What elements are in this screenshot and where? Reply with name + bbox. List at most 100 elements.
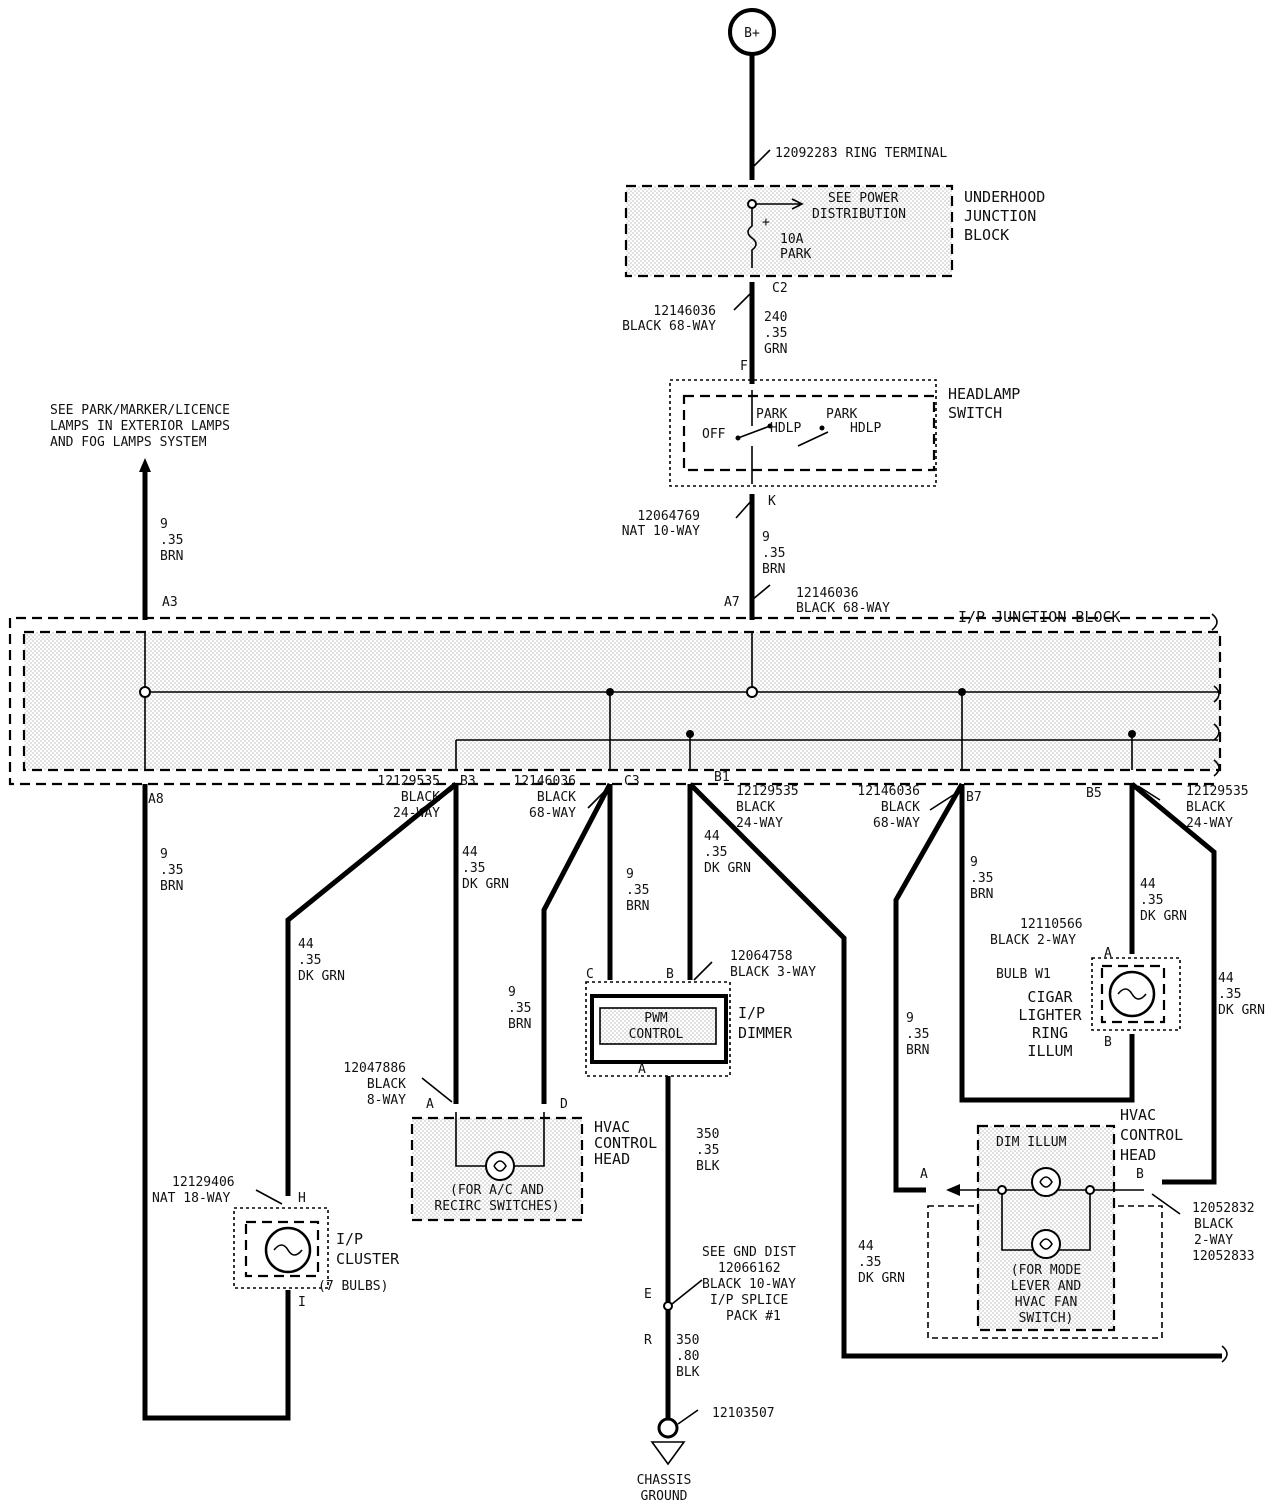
wire-9-brn-cigar	[959, 784, 1135, 1103]
dimmer-pin-a: A	[638, 1062, 646, 1077]
wire-9e-gauge: .35	[970, 871, 993, 886]
dimmer-connector-leader	[693, 961, 713, 981]
wire-240-gauge: .35	[764, 326, 787, 341]
hvac2-connector-part-2: 12052833	[1192, 1249, 1255, 1264]
pin-a7: A7	[724, 595, 740, 610]
ip-junction-block	[22, 630, 1222, 772]
connector-b5-type: 24-WAY	[1186, 816, 1233, 831]
wire-9a-circuit: 9	[762, 530, 770, 545]
switch-park-2: PARK	[826, 407, 857, 422]
power-node	[747, 199, 757, 209]
park-lamp-arrow-icon	[139, 458, 151, 472]
pin-b3: B3	[460, 774, 476, 789]
ground-terminal-icon	[657, 1417, 679, 1439]
connector-b5-part: 12129535	[1186, 784, 1249, 799]
switch-contact-park	[767, 423, 773, 429]
wire-9-brn-hvac2-a	[893, 782, 965, 1193]
cigar-lighter-outline	[1091, 957, 1181, 1031]
hvac-filament-icon	[493, 1160, 507, 1172]
hvac-connector-part: 12047886	[343, 1061, 406, 1076]
dim-illum-label: DIM ILLUM	[996, 1135, 1067, 1150]
wire-44c-circuit: 44	[704, 829, 720, 844]
cluster-pin-h: H	[298, 1191, 306, 1206]
hvac2-connector-part: 12052832	[1192, 1201, 1255, 1216]
wire-350b-circuit: 350	[676, 1333, 699, 1348]
fuse-plus: +	[762, 215, 770, 230]
gnd-dist-leader	[671, 1279, 703, 1305]
fuse-name: PARK	[780, 247, 811, 262]
splice-pin-e: E	[644, 1287, 652, 1302]
pin-a3: A3	[162, 595, 178, 610]
headlamp-pin-f: F	[740, 359, 748, 374]
cluster-label-1: I/P	[336, 1230, 363, 1248]
ground-part-number: 12103507	[712, 1406, 775, 1421]
wire-9g-color: BRN	[508, 1017, 531, 1032]
splice-b7	[958, 688, 966, 696]
hvac-label-1: HVAC	[594, 1118, 630, 1136]
pin-a8: A8	[148, 792, 164, 807]
ip-junction-bus	[144, 632, 1218, 770]
gnd-dist-2: 12066162	[718, 1261, 781, 1276]
fuse-icon	[747, 208, 757, 268]
battery-terminal: B+	[728, 8, 776, 56]
wire-240-circuit: 240	[764, 310, 787, 325]
wire-44d-color: DK GRN	[1140, 909, 1187, 924]
connector-a7-part: 12146036	[796, 586, 859, 601]
wire-9b-color: BRN	[160, 549, 183, 564]
underhood-label-2: JUNCTION	[964, 207, 1036, 225]
hvac2-label-2: CONTROL	[1120, 1126, 1183, 1144]
chassis-ground-label-2: GROUND	[641, 1489, 688, 1504]
hvac-bulb-icon	[485, 1151, 515, 1181]
continuation-break-icons	[1211, 613, 1220, 777]
cigar-connector-type: BLACK 2-WAY	[990, 933, 1076, 948]
hvac-pin-d: D	[560, 1097, 568, 1112]
chassis-ground-icon	[650, 1441, 686, 1466]
fuse-rating: 10A	[780, 232, 804, 247]
wire-9b-gauge: .35	[160, 533, 183, 548]
pin-b5: B5	[1086, 786, 1102, 801]
wire-350a-color: BLK	[696, 1159, 720, 1174]
hvac-label-3: HEAD	[594, 1150, 630, 1168]
wire-9-brn-hvac-d	[541, 782, 613, 1104]
connector-c2-type: BLACK 68-WAY	[622, 319, 716, 334]
wire-9f-gauge: .35	[906, 1027, 929, 1042]
bulb-w1: BULB W1	[996, 967, 1051, 982]
headlamp-switch-label-1: HEADLAMP	[948, 385, 1020, 403]
connector-b1-part: 12129535	[736, 784, 799, 799]
wire-44b-color: DK GRN	[462, 877, 509, 892]
wire-350b-gauge: .80	[676, 1349, 699, 1364]
wire-44-dkgrn-hvac2-b	[1130, 782, 1217, 1185]
cluster-filament-icon	[273, 1244, 303, 1256]
wire-9d-gauge: .35	[626, 883, 649, 898]
pwm-label-1: PWM	[644, 1011, 668, 1026]
cigar-label-2: LIGHTER	[1018, 1006, 1082, 1024]
switch-contact-off	[735, 435, 741, 441]
cluster-pin-i: I	[298, 1295, 306, 1310]
cluster-connector-type: NAT 18-WAY	[152, 1191, 230, 1206]
wire-350b-color: BLK	[676, 1365, 700, 1380]
wire-44d-gauge: .35	[1140, 893, 1163, 908]
ip-cluster	[244, 1220, 320, 1278]
pwm-label-2: CONTROL	[629, 1027, 684, 1042]
connector-a7-type: BLACK 68-WAY	[796, 601, 890, 616]
connector-b3-part: 12129535	[377, 774, 440, 789]
wire-44-dkgrn-cluster	[285, 782, 458, 1196]
see-park-label-2: LAMPS IN EXTERIOR LAMPS	[50, 419, 230, 434]
wire-9d-color: BRN	[626, 899, 649, 914]
wire-9a-color: BRN	[762, 562, 785, 577]
cigar-filament-icon	[1117, 988, 1147, 1000]
wire-9-brn-cluster-return	[142, 784, 291, 1421]
connector-k-leader	[735, 499, 753, 519]
connector-b5-color: BLACK	[1186, 800, 1225, 815]
cigar-label-1: CIGAR	[1027, 988, 1073, 1006]
pin-c3: C3	[624, 774, 640, 789]
cigar-pin-b: B	[1104, 1035, 1112, 1050]
hvac-connector-color: BLACK	[367, 1077, 406, 1092]
connector-b7-part: 12146036	[857, 784, 920, 799]
power-distribution-arrow-icon	[756, 198, 804, 210]
wire-9c-circuit: 9	[160, 847, 168, 862]
connector-k-type: NAT 10-WAY	[622, 524, 700, 539]
connector-a7-leader	[751, 584, 771, 601]
gnd-dist-5: PACK #1	[726, 1309, 781, 1324]
